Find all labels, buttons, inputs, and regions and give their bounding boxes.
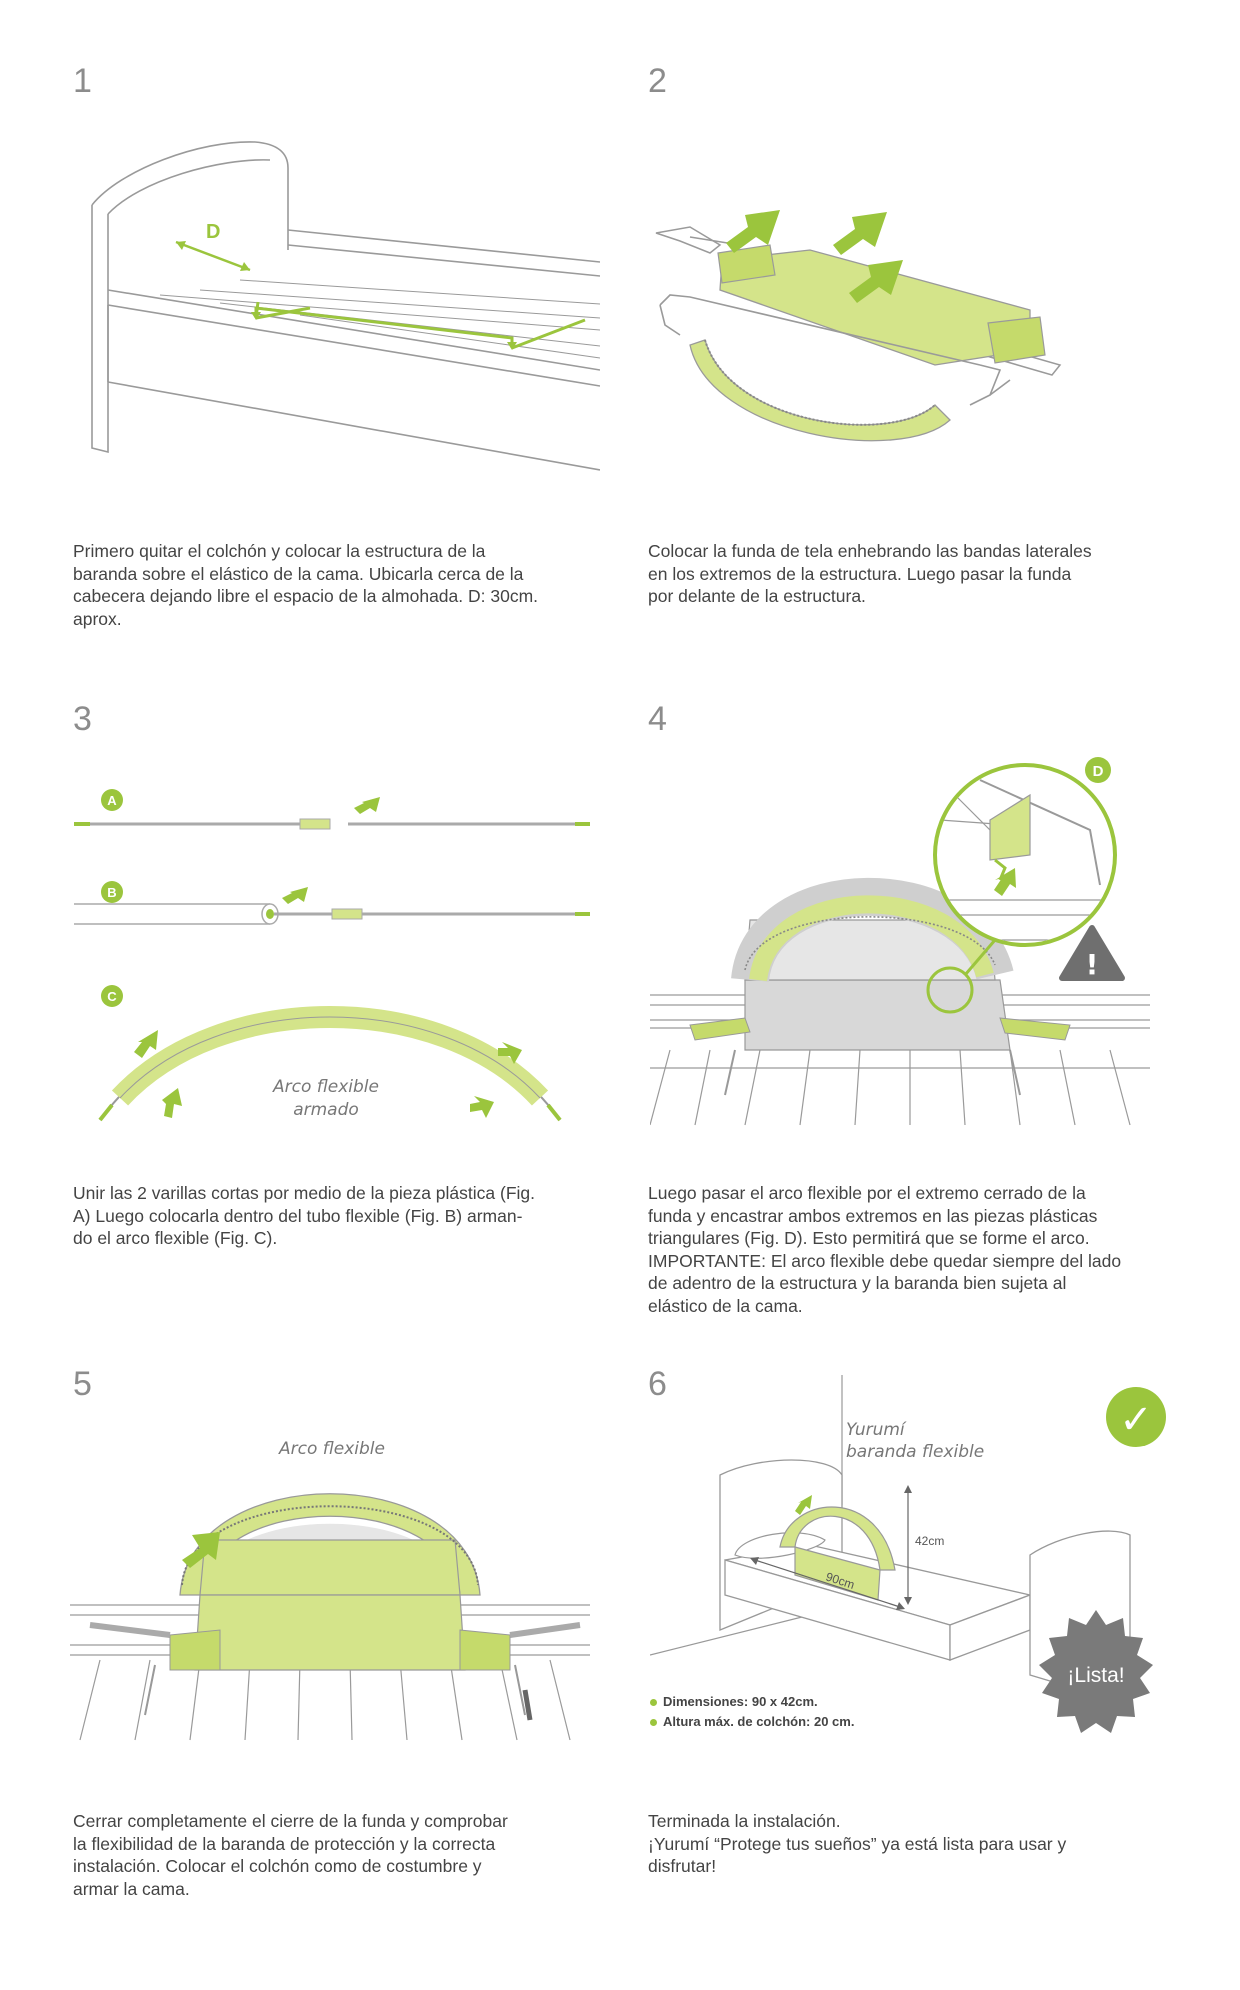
check-mark: ✓ <box>1119 1397 1153 1443</box>
step-3-number: 3 <box>73 700 92 738</box>
fig-b-badge <box>101 881 123 903</box>
step-2-illustration <box>655 210 1062 442</box>
step-5-illustration: Arco flexible <box>70 1439 590 1741</box>
step-3-illustration: A B C Arco flexible armado <box>74 789 590 1122</box>
height-label: 42cm <box>915 1534 944 1548</box>
fig-d-badge <box>1085 757 1111 783</box>
step-6-text: Terminada la instalación. ¡Yurumí “Prote… <box>648 1811 1067 1876</box>
fig-c-label: C <box>107 989 117 1004</box>
spec-list: Dimensiones: 90 x 42cm. Altura máx. de c… <box>650 1692 854 1732</box>
lista-badge <box>1039 1610 1153 1733</box>
check-icon <box>1106 1387 1166 1447</box>
step-5-arc-label: Arco flexible <box>278 1439 385 1459</box>
step-1-number: 1 <box>73 62 92 100</box>
arc-label-line2: armado <box>293 1100 359 1120</box>
step-4-number: 4 <box>648 700 667 738</box>
step-4-illustration: D ! <box>650 757 1150 1126</box>
fig-c-badge <box>101 985 123 1007</box>
step-6-illustration: ✓ 42cm 90cm Yurumí baranda flexible ¡Lis… <box>650 1375 1166 1733</box>
step-4-text: Luego pasar el arco flexible por el extr… <box>648 1183 1122 1316</box>
fig-b-label: B <box>107 885 116 900</box>
step-6-number: 6 <box>648 1365 667 1403</box>
spec-mattress-height: Altura máx. de colchón: 20 cm. <box>663 1714 855 1729</box>
bullet-icon <box>650 1719 657 1727</box>
fig-d-label: D <box>1093 763 1104 780</box>
step-2-number: 2 <box>648 62 667 100</box>
spec-item: Altura máx. de colchón: 20 cm. <box>650 1712 854 1732</box>
fig-a-label: A <box>107 793 117 808</box>
lista-label: ¡Lista! <box>1067 1664 1124 1687</box>
step-3-text: Unir las 2 varillas cortas por medio de … <box>73 1183 535 1248</box>
arc-label-line1: Arco flexible <box>272 1077 379 1097</box>
step-1-illustration: D <box>91 141 600 471</box>
step-1-text: Primero quitar el colchón y colocar la e… <box>73 541 539 629</box>
step-2-text: Colocar la funda de tela enhebrando las … <box>648 541 1092 606</box>
fig-a-badge <box>101 789 123 811</box>
step-5-number: 5 <box>73 1365 92 1403</box>
bullet-icon <box>650 1699 657 1707</box>
spec-item: Dimensiones: 90 x 42cm. <box>650 1692 854 1712</box>
spec-dimensions: Dimensiones: 90 x 42cm. <box>663 1694 818 1709</box>
product-name-line2: baranda flexible <box>846 1442 984 1462</box>
warning-icon <box>1059 925 1125 981</box>
step-5-text: Cerrar completamente el cierre de la fun… <box>73 1811 508 1899</box>
product-name-line1: Yurumí <box>846 1420 907 1440</box>
distance-d-label: D <box>206 221 220 243</box>
warning-label: ! <box>1086 948 1099 981</box>
